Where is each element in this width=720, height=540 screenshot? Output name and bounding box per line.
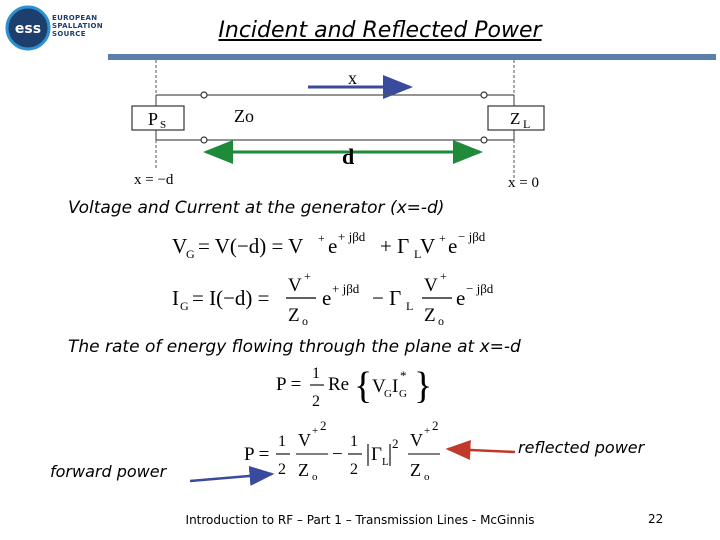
ig-den1: Z bbox=[288, 305, 300, 326]
ig-den2-sub: o bbox=[438, 314, 444, 328]
transmission-line-diagram: x P S Zo Z L d x = −d x = 0 bbox=[131, 60, 545, 191]
vg-exp1: + jβd bbox=[338, 229, 366, 244]
ig-num2-sup: + bbox=[440, 269, 447, 283]
slide-footer: Introduction to RF – Part 1 – Transmissi… bbox=[185, 513, 535, 527]
x-zero-label: x = 0 bbox=[508, 175, 539, 191]
ig-gamma-sub: L bbox=[406, 299, 413, 313]
ps-sub: S bbox=[160, 119, 166, 131]
p1-vg-sub: G bbox=[384, 388, 392, 400]
p2-lhs: P = bbox=[244, 444, 269, 465]
p2-z-a: Z bbox=[298, 460, 309, 480]
slide-title: Incident and Reflected Power bbox=[218, 18, 542, 43]
ig-num2: V bbox=[424, 275, 438, 296]
p1-ig-sub: G bbox=[399, 388, 407, 400]
p2-z-b: Z bbox=[410, 460, 421, 480]
ig-exp2: − jβd bbox=[466, 281, 494, 296]
vg-vplus-sup: + bbox=[318, 231, 325, 245]
vg-mid: = V(−d) = V bbox=[198, 234, 303, 258]
logo-line-2: SPALLATION bbox=[52, 22, 103, 30]
vg-plus-gamma: + Γ bbox=[380, 234, 409, 258]
logo-line-1: EUROPEAN bbox=[52, 14, 98, 22]
zl-sub: L bbox=[523, 117, 530, 131]
reflected-power-arrow bbox=[445, 440, 516, 460]
ig-den1-sub: o bbox=[302, 314, 308, 328]
title-rule bbox=[108, 54, 716, 60]
ig-minus-gamma: − Γ bbox=[372, 286, 401, 310]
power-definition-equation: P = 1 2 Re { V G I G * } bbox=[276, 365, 432, 410]
ig-lhs: I bbox=[172, 286, 179, 310]
ig-equation: I G = I(−d) = V + Z o e + jβd − Γ L V + … bbox=[172, 269, 494, 328]
logo-wordmark: EUROPEAN SPALLATION SOURCE bbox=[52, 14, 103, 38]
vg-exp2: − jβd bbox=[458, 229, 486, 244]
ig-lhs-sub: G bbox=[180, 299, 189, 313]
p2-exp-a: 2 bbox=[320, 418, 327, 433]
vg-v2-sup: + bbox=[439, 231, 446, 245]
source-box bbox=[131, 105, 185, 131]
p2-zsub-a: o bbox=[312, 471, 318, 483]
logo-short: ess bbox=[15, 21, 41, 37]
p1-ig: I bbox=[392, 376, 398, 397]
terminal-top-left bbox=[200, 91, 208, 99]
p2-two-a: 2 bbox=[278, 461, 286, 478]
x-minus-d-label: x = −d bbox=[134, 172, 174, 188]
section-heading-energy-rate: The rate of energy flowing through the p… bbox=[68, 337, 521, 357]
p2-gamma: Γ bbox=[371, 444, 382, 465]
p1-lhs: P = bbox=[276, 374, 301, 395]
p1-star: * bbox=[400, 368, 407, 383]
vg-lhs-sub: G bbox=[186, 247, 195, 261]
p2-minus: − bbox=[332, 444, 343, 465]
forward-power-label: forward power bbox=[50, 462, 167, 481]
x-label: x bbox=[348, 68, 357, 88]
page-number: 22 bbox=[648, 512, 664, 526]
zo-label: Zo bbox=[234, 106, 254, 126]
vg-e2: e bbox=[448, 234, 457, 258]
zl-label: Z bbox=[510, 109, 520, 128]
p2-one-b: 1 bbox=[350, 433, 358, 450]
p2-sup-a: + bbox=[312, 425, 318, 437]
p1-brace-right: } bbox=[414, 365, 432, 407]
vg-e1: e bbox=[328, 234, 337, 258]
ig-exp1: + jβd bbox=[332, 281, 360, 296]
ig-e1: e bbox=[322, 286, 331, 310]
section-heading-generator: Voltage and Current at the generator (x=… bbox=[68, 198, 445, 218]
ps-label: P bbox=[148, 109, 158, 129]
p2-exp-b: 2 bbox=[432, 418, 439, 433]
terminal-top-right bbox=[480, 91, 488, 99]
p2-v-a: V bbox=[298, 430, 311, 450]
d-label: d bbox=[342, 144, 354, 169]
logo-line-3: SOURCE bbox=[52, 30, 86, 38]
p2-sup-b: + bbox=[424, 425, 430, 437]
forward-power-arrow bbox=[189, 465, 275, 486]
vg-gamma-sub: L bbox=[414, 247, 421, 261]
p2-gamma-exp: 2 bbox=[392, 436, 399, 451]
vg-lhs: V bbox=[172, 234, 187, 258]
ig-e2: e bbox=[456, 286, 465, 310]
p1-two: 2 bbox=[312, 393, 320, 410]
ess-logo-icon: ess bbox=[5, 5, 51, 51]
load-box bbox=[487, 105, 545, 131]
ig-num1-sup: + bbox=[304, 269, 311, 283]
p1-re: Re bbox=[328, 374, 349, 395]
ig-num1: V bbox=[288, 275, 302, 296]
power-decomposition-equation: P = 1 2 V + 2 Z o − 1 2 Γ L 2 V + 2 Z o bbox=[244, 418, 440, 483]
vg-v2: V bbox=[420, 234, 435, 258]
p2-v-b: V bbox=[410, 430, 423, 450]
p1-brace-left: { bbox=[354, 365, 372, 407]
p1-one: 1 bbox=[312, 365, 320, 382]
p2-one-a: 1 bbox=[278, 433, 286, 450]
ig-mid: = I(−d) = bbox=[192, 286, 270, 310]
p2-gamma-sub: L bbox=[382, 456, 389, 468]
p2-two-b: 2 bbox=[350, 461, 358, 478]
vg-equation: V G = V(−d) = V + e + jβd + Γ L V + e − … bbox=[172, 229, 486, 261]
p1-vg: V bbox=[372, 376, 386, 397]
reflected-power-label: reflected power bbox=[518, 438, 645, 457]
ig-den2: Z bbox=[424, 305, 436, 326]
p2-zsub-b: o bbox=[424, 471, 430, 483]
